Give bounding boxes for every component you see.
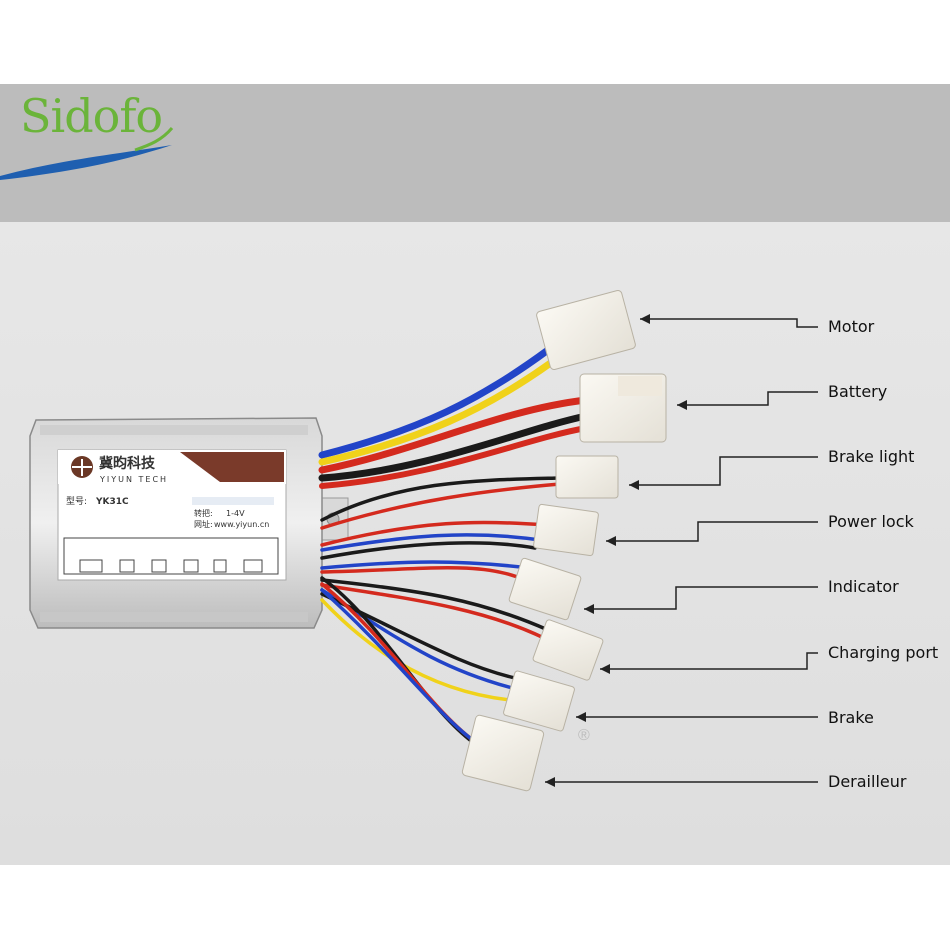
derailleur-connector <box>461 714 545 792</box>
wiring-diagram <box>63 537 279 575</box>
brake-light-connector <box>555 455 619 499</box>
charging-port-connector <box>532 619 604 681</box>
controller-label: 冀昀科技 YIYUN TECH 型号: YK31C 转把: 1-4V 网址: w… <box>63 455 279 575</box>
label-derailleur: Derailleur <box>828 772 907 791</box>
label-indicator: Indicator <box>828 577 899 596</box>
throttle-label: 转把: <box>194 508 213 518</box>
label-charging-port: Charging port <box>828 643 939 662</box>
model-value: YK31C <box>95 497 129 507</box>
callout-arrowheads <box>545 314 687 787</box>
brand-name: Sidofo <box>20 89 163 143</box>
label-power-lock: Power lock <box>828 512 914 531</box>
header-banner <box>0 84 950 222</box>
label-battery: Battery <box>828 382 888 401</box>
website-label: 网址: <box>194 519 213 529</box>
website: www.yiyun.cn <box>214 520 269 529</box>
label-motor: Motor <box>828 317 875 336</box>
brake-connector <box>503 670 575 732</box>
label-brake-light: Brake light <box>828 447 915 466</box>
motor-connector <box>536 290 636 370</box>
callout-leaders <box>545 318 818 783</box>
main-wire-harness <box>318 346 590 489</box>
model-label: 型号: <box>66 496 87 507</box>
throttle-range: 1-4V <box>226 509 245 518</box>
label-brake: Brake <box>828 708 874 727</box>
registered-mark: ® <box>578 727 590 744</box>
yiyun-logo-icon <box>71 456 93 478</box>
signal-wire-harness <box>320 476 562 750</box>
controller-housing <box>29 417 323 629</box>
brand-en: YIYUN TECH <box>99 475 168 484</box>
brand-swoosh-icon <box>0 127 174 180</box>
brand-cn: 冀昀科技 <box>99 455 156 472</box>
power-lock-connector <box>533 503 599 557</box>
mounting-tab <box>317 497 349 541</box>
brand-logo: Sidofo <box>0 0 180 190</box>
indicator-connector <box>508 557 582 621</box>
battery-connector <box>579 373 667 443</box>
